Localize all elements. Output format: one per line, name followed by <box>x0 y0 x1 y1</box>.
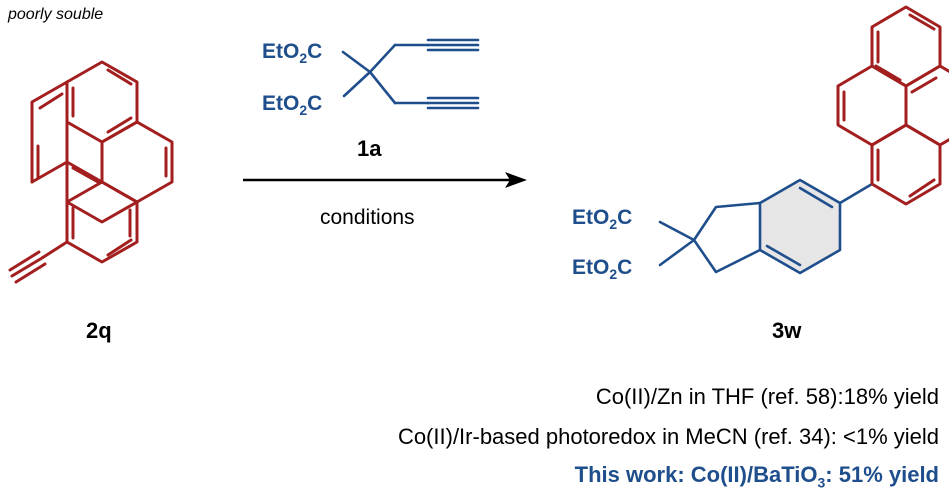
pyrene-alkyne-2q <box>8 60 174 284</box>
reagent-ester-top: EtO2C <box>262 40 322 66</box>
result-photoredox: Co(II)/Ir-based photoredox in MeCN (ref.… <box>397 424 939 449</box>
ester-carbon: C <box>307 92 323 115</box>
this-work-yield: : 51% yield <box>825 462 939 487</box>
product-ester-bottom: EtO2C <box>572 256 632 282</box>
ester-text: EtO <box>262 40 300 63</box>
diyne-reagent-1a <box>341 38 480 110</box>
ester-carbon: C <box>307 40 323 63</box>
ester-subscript: 2 <box>609 216 618 233</box>
ester-subscript: 2 <box>299 50 308 67</box>
product-label: 3w <box>772 318 802 343</box>
substrate-label: 2q <box>86 318 112 343</box>
result-this-work: This work: Co(II)/BaTiO3: 51% yield <box>575 462 939 490</box>
product-ester-top: EtO2C <box>572 206 632 232</box>
pyrene-substituent-3w <box>836 5 949 206</box>
ester-text: EtO <box>572 206 610 229</box>
indane-core-3w <box>658 178 874 275</box>
ester-subscript: 2 <box>609 266 618 283</box>
ester-text: EtO <box>262 92 300 115</box>
reagent-ester-bottom: EtO2C <box>262 92 322 118</box>
ester-carbon: C <box>617 256 633 279</box>
reaction-arrow <box>243 172 527 188</box>
arrow-condition: conditions <box>320 206 415 229</box>
reagent-label: 1a <box>357 136 382 161</box>
ester-text: EtO <box>572 256 610 279</box>
result-zn: Co(II)/Zn in THF (ref. 58):18% yield <box>595 384 939 409</box>
this-work-subscript: 3 <box>817 474 826 491</box>
indane-aromatic-ring <box>758 178 842 275</box>
this-work-text: This work: Co(II)/BaTiO <box>574 462 818 487</box>
solubility-note: poorly souble <box>8 6 104 23</box>
ester-subscript: 2 <box>299 102 308 119</box>
ester-carbon: C <box>617 206 633 229</box>
